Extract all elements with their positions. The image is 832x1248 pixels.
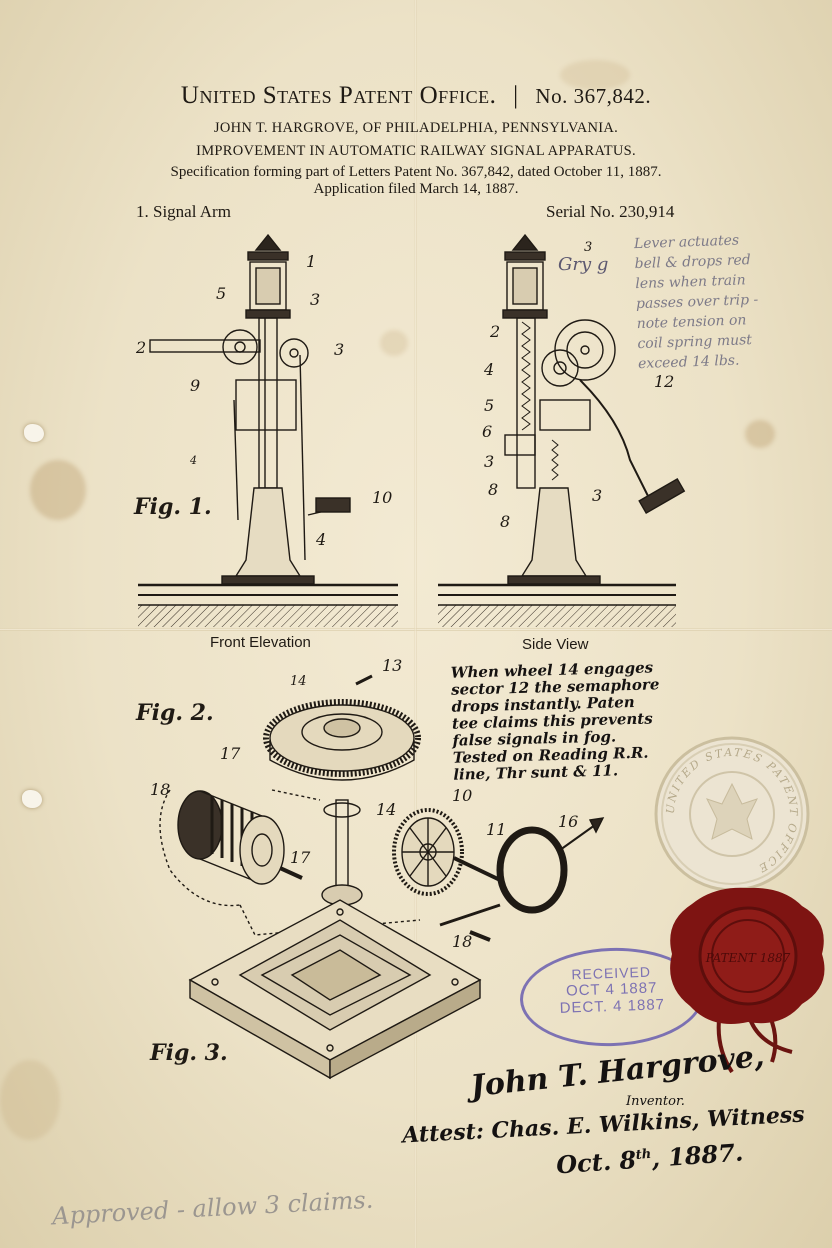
header-title-line: United States Patent Office. | No. 367,8…: [0, 82, 832, 110]
fold-crease: [414, 0, 417, 1248]
office-name: United States Patent Office.: [180, 82, 497, 109]
ink-note: When wheel 14 engages sector 12 the sema…: [450, 658, 660, 784]
ref-number: 13: [382, 656, 403, 675]
base-plate: [188, 899, 482, 1080]
ref-number: 4: [316, 530, 327, 549]
front-rail: [138, 583, 398, 627]
punch-hole: [24, 424, 44, 442]
divider: |: [513, 82, 519, 109]
margin-note: Lever actuates bell & drops red lens whe…: [633, 232, 759, 373]
stain: [745, 420, 775, 448]
ref-number: 10: [452, 786, 473, 805]
patent-title: IMPROVEMENT IN AUTOMATIC RAILWAY SIGNAL …: [196, 143, 636, 159]
ref-number: 18: [150, 780, 171, 799]
ref-number: 8: [500, 512, 511, 531]
embossed-seal: UNITED STATES PATENT OFFICE: [654, 736, 810, 892]
ref-number: 2: [490, 322, 501, 341]
ref-number: 3: [584, 240, 593, 255]
ref-number: 4: [484, 360, 495, 379]
ref-number: 18: [452, 932, 473, 951]
side-rail: [438, 583, 676, 627]
ref-number: 3: [310, 290, 321, 309]
ref-number: 6: [482, 422, 493, 441]
figure-1-drawing: [138, 233, 686, 627]
ref-number: 10: [372, 488, 393, 507]
figure-1-label: Fig. 1.: [134, 494, 212, 520]
ref-number: 1: [306, 252, 317, 271]
inventor-line: JOHN T. HARGROVE, OF PHILADELPHIA, PENNS…: [213, 120, 619, 136]
front-signal-post: [149, 233, 351, 585]
ref-number: 4: [190, 454, 197, 467]
ref-number: 16: [558, 812, 579, 831]
specification-line: Specification forming part of Letters Pa…: [170, 164, 662, 180]
serial-number: Serial No. 230,914: [546, 202, 675, 221]
figure-3-label: Fig. 3.: [150, 1040, 228, 1066]
ref-number: 3: [334, 340, 345, 359]
ref-number: 3: [592, 486, 603, 505]
ref-number: 14: [376, 800, 397, 819]
side-signal-post: [502, 233, 686, 585]
patent-number: No. 367,842.: [535, 84, 652, 108]
ref-number: 12: [654, 372, 675, 391]
inventor-role: Inventor.: [626, 1094, 685, 1109]
ref-number: 3: [484, 452, 495, 471]
ref-number: 11: [486, 820, 507, 839]
clamp-ring: [439, 817, 605, 942]
front-elevation-caption: Front Elevation: [210, 634, 311, 651]
stain: [0, 1060, 60, 1140]
ref-number: 17: [290, 848, 311, 867]
ref-number: 5: [484, 396, 495, 415]
ref-number: 14: [290, 674, 307, 689]
ref-number: 9: [190, 376, 201, 395]
ref-number: 17: [220, 744, 241, 763]
stain: [380, 330, 408, 356]
coil-spool: [159, 789, 303, 907]
wax-seal: PATENT 1887: [670, 887, 825, 1074]
side-view-caption: Side View: [522, 636, 589, 653]
stain: [560, 60, 630, 90]
ref-number: 8: [488, 480, 499, 499]
subtitle-left: 1. Signal Arm: [136, 202, 231, 221]
pencil-mark: Gry g: [558, 254, 609, 275]
ref-number: 5: [216, 284, 227, 303]
filed-line: Application filed March 14, 1887.: [313, 181, 519, 197]
figure-2-3-drawing: [159, 674, 605, 1080]
figure-2-label: Fig. 2.: [136, 700, 214, 726]
wax-seal-text: PATENT 1887: [705, 951, 791, 965]
large-gear: [263, 699, 421, 781]
punch-hole: [22, 790, 42, 808]
ref-number: 2: [136, 338, 147, 357]
spoked-wheel: [392, 808, 501, 896]
stain: [30, 460, 86, 520]
